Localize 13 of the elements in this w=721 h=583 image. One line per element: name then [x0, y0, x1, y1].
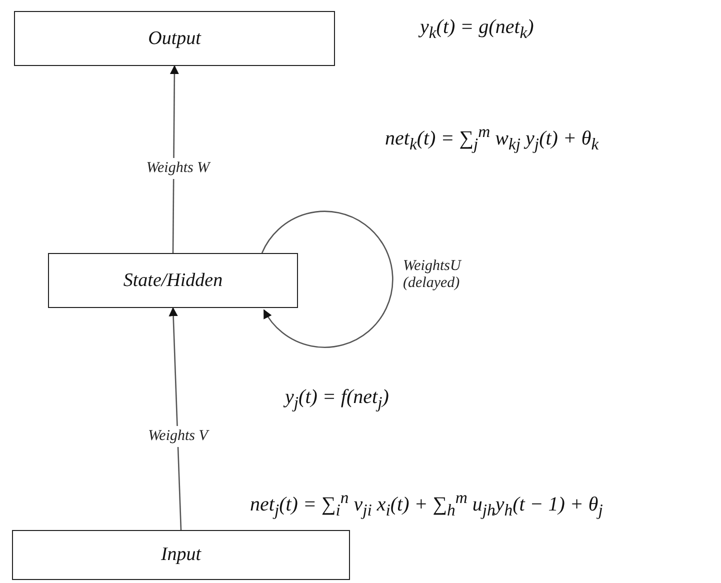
- equation: y$_{k}$(t) = g(net$_{k}$): [420, 16, 534, 43]
- layer-box: [12, 530, 350, 580]
- layer-label: Input: [160, 544, 202, 566]
- arrow: [168, 307, 182, 530]
- layer-box: [14, 11, 335, 66]
- equation: net$_{k}$(t) = ∑$_{j}$$^{m}$ w$_{kj}$ y$_{j}$(t) + θ$_{k}$: [385, 122, 599, 155]
- equation: net$_{j}$(t) = ∑$_{i}$$^{n}$ v$_{ji}$ x$_{i}$(t) + ∑$_{h}$$^{m}$ u$_{jh}$y$_{h}$(t − 1) + θ$_{j}$: [250, 488, 603, 521]
- layer-label: State/Hidden: [123, 270, 223, 292]
- layer-box: [48, 253, 298, 308]
- loop-arrow: [261, 210, 394, 348]
- equation: y$_{j}$(t) = f(net$_{j}$): [285, 386, 389, 413]
- layer-label: Output: [148, 28, 201, 50]
- arrow: [170, 65, 179, 253]
